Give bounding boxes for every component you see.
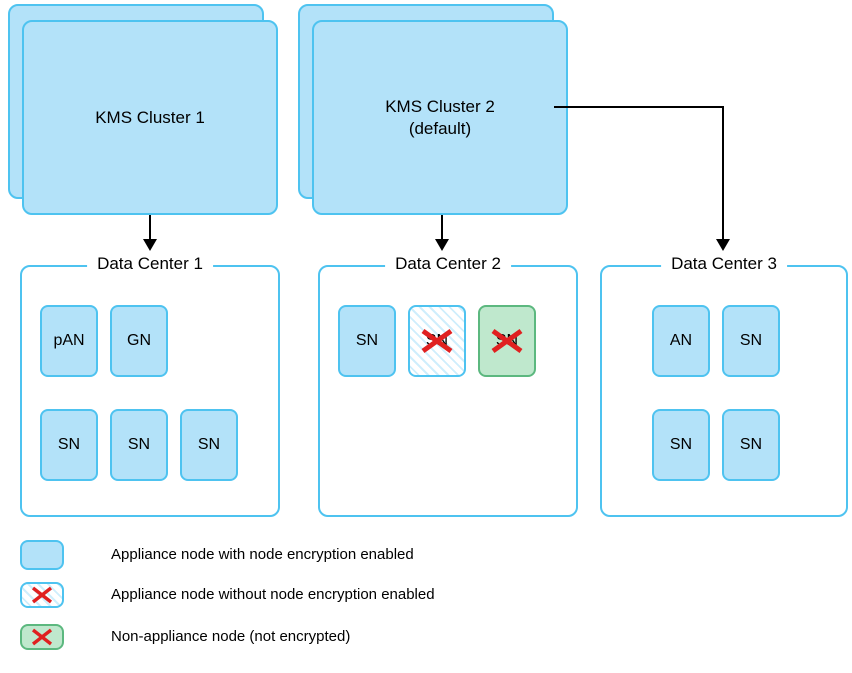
node-sn[interactable]: SN	[338, 305, 396, 377]
node-label: SN	[425, 332, 449, 349]
kms-cluster-2[interactable]: KMS Cluster 2 (default)	[298, 4, 568, 215]
data-center-1-title: Data Center 1	[87, 254, 213, 274]
kms-cluster-2-label: KMS Cluster 2 (default)	[385, 96, 495, 138]
kms-cluster-1-card-front[interactable]: KMS Cluster 1	[22, 20, 278, 215]
data-center-3-nodes: AN SN SN SN	[652, 305, 832, 481]
node-label: SN	[739, 332, 763, 349]
kms-cluster-2-card-front[interactable]: KMS Cluster 2 (default)	[312, 20, 568, 215]
connector-kms2-to-dc2-arrowhead	[435, 239, 449, 251]
data-center-1-nodes: pAN GN SN SN SN	[40, 305, 264, 481]
node-an[interactable]: AN	[652, 305, 710, 377]
legend-label: Non-appliance node (not encrypted)	[111, 628, 351, 645]
node-label: pAN	[53, 332, 85, 349]
connector-kms1-to-dc1-arrowhead	[143, 239, 157, 251]
data-center-3-title: Data Center 3	[661, 254, 787, 274]
connector-kms2-to-dc3-vertical	[722, 106, 724, 241]
data-center-3[interactable]: Data Center 3 AN SN SN SN	[600, 254, 848, 517]
connector-kms2-to-dc3-arrowhead	[716, 239, 730, 251]
node-gn[interactable]: GN	[110, 305, 168, 377]
node-sn[interactable]: SN	[110, 409, 168, 481]
legend-item-non-appliance: Non-appliance node (not encrypted)	[20, 624, 350, 650]
node-sn[interactable]: SN	[722, 305, 780, 377]
legend: Appliance node with node encryption enab…	[20, 540, 640, 650]
connector-kms2-to-dc2-line	[441, 215, 443, 241]
data-center-2[interactable]: Data Center 2 SN SN SN	[318, 254, 578, 517]
red-x-icon	[31, 628, 53, 646]
node-sn-unencrypted[interactable]: SN	[408, 305, 466, 377]
legend-swatch-unencrypted-appliance	[20, 582, 64, 608]
node-label: SN	[57, 436, 81, 453]
node-sn[interactable]: SN	[40, 409, 98, 481]
legend-label: Appliance node with node encryption enab…	[111, 546, 414, 563]
node-sn[interactable]: SN	[652, 409, 710, 481]
legend-label: Appliance node without node encryption e…	[111, 586, 435, 603]
legend-swatch-non-appliance	[20, 624, 64, 650]
node-label: SN	[197, 436, 221, 453]
node-sn[interactable]: SN	[722, 409, 780, 481]
node-label: SN	[355, 332, 379, 349]
legend-item-encrypted-appliance: Appliance node with node encryption enab…	[20, 540, 414, 570]
connector-kms1-to-dc1-line	[149, 215, 151, 241]
data-center-2-title: Data Center 2	[385, 254, 511, 274]
node-sn-non-appliance[interactable]: SN	[478, 305, 536, 377]
node-label: SN	[739, 436, 763, 453]
kms-cluster-1[interactable]: KMS Cluster 1	[8, 4, 278, 215]
data-center-1[interactable]: Data Center 1 pAN GN SN SN SN	[20, 254, 280, 517]
legend-swatch-encrypted-appliance	[20, 540, 64, 570]
node-label: SN	[669, 436, 693, 453]
node-label: SN	[127, 436, 151, 453]
red-x-icon	[31, 586, 53, 604]
node-label: GN	[127, 332, 151, 349]
connector-kms2-to-dc3-horizontal	[554, 106, 724, 108]
node-pan[interactable]: pAN	[40, 305, 98, 377]
kms-cluster-1-label: KMS Cluster 1	[95, 107, 205, 127]
node-label: SN	[495, 332, 519, 349]
legend-item-unencrypted-appliance: Appliance node without node encryption e…	[20, 582, 435, 608]
node-sn[interactable]: SN	[180, 409, 238, 481]
data-center-2-nodes: SN SN SN	[338, 305, 562, 377]
node-label: AN	[669, 332, 693, 349]
